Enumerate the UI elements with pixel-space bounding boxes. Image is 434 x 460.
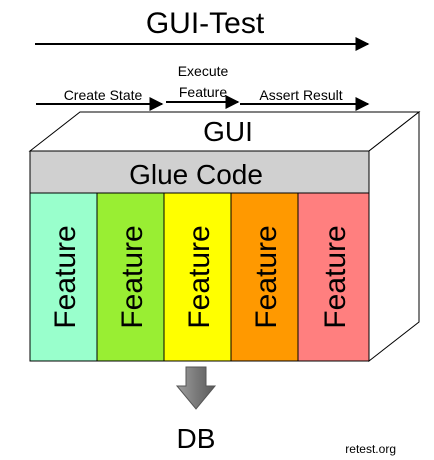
- db-label: DB: [177, 423, 216, 454]
- feature-columns: Feature Feature Feature Feature Feature: [29, 192, 370, 362]
- gui-layer-label: GUI: [203, 116, 253, 147]
- feature-label-1: Feature: [49, 225, 82, 328]
- feature-column-1: [29, 192, 98, 362]
- feature-label-4: Feature: [250, 225, 283, 328]
- step-create-state-label: Create State: [64, 87, 143, 103]
- feature-label-3: Feature: [183, 225, 216, 328]
- feature-column-2: [96, 192, 165, 362]
- step-execute-line1: Execute: [178, 63, 229, 79]
- diagram-title: GUI-Test: [146, 7, 265, 40]
- db-down-arrow-icon: [175, 366, 217, 410]
- feature-column-4: [230, 192, 299, 362]
- step-execute-line2: Feature: [179, 84, 227, 100]
- feature-column-5: [297, 192, 370, 362]
- feature-label-2: Feature: [116, 225, 149, 328]
- box-side-face: [368, 110, 420, 363]
- glue-code-label: Glue Code: [129, 159, 263, 190]
- feature-column-3: [163, 192, 232, 362]
- step-assert-result-label: Assert Result: [259, 87, 342, 103]
- footer-credit: retest.org: [345, 442, 396, 456]
- feature-label-5: Feature: [319, 225, 352, 328]
